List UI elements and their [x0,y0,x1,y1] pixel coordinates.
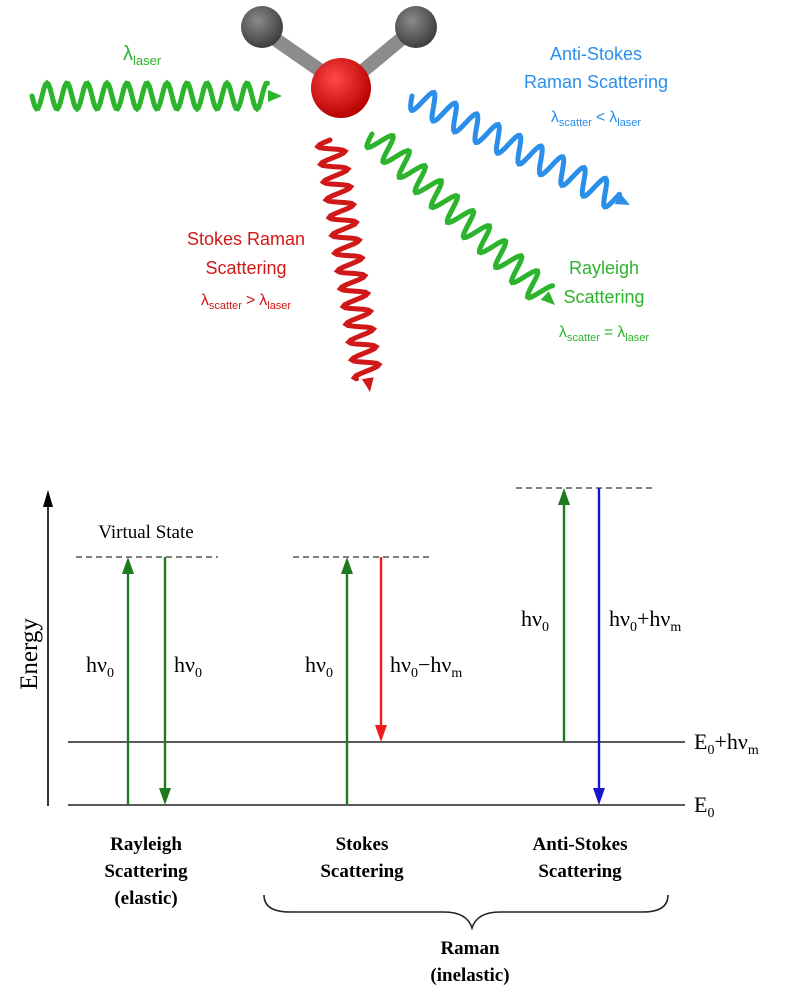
raman-label-line1: Raman [440,938,500,959]
energy-diagram: Energy E0 E0+hνm Virtual State hν0 hν0 h… [16,487,759,986]
stokes-excitation-arrowhead [341,557,353,574]
laser-wave-arrowhead [268,90,282,102]
column-labels: Rayleigh Scattering (elastic) Stokes Sca… [104,834,627,909]
stokes-emission-label: hν0−hνm [390,652,462,681]
vibrational-state-label: E0+hνm [694,729,759,758]
stokes-wave [314,137,383,382]
anti-stokes-column-label-line1: Anti-Stokes [532,834,627,855]
laser-wave [29,79,270,113]
stokes-wave-arrowhead [361,377,374,392]
ground-state-label: E0 [694,792,714,821]
rayleigh-relation: λscatter=λlaser [559,324,650,344]
anti-stokes-label: Anti-Stokes Raman Scattering λscatter<λl… [524,44,668,129]
molecule [241,6,437,118]
stokes-label: Stokes Raman Scattering λscatter>λlaser [187,229,305,312]
raman-brace [263,894,669,931]
rayleigh-column-label-line2: Scattering [104,861,188,882]
rayleigh-excitation-label: hν0 [86,652,114,681]
molecule-atom-right [395,6,437,48]
rayleigh-emission-arrowhead [159,788,171,805]
anti-stokes-relation: λscatter<λlaser [551,109,642,129]
rayleigh-column-label-line3: (elastic) [114,888,177,909]
anti-stokes-excitation-label: hν0 [521,606,549,635]
anti-stokes-emission-label: hν0+hνm [609,606,681,635]
anti-stokes-title-line2: Raman Scattering [524,72,668,92]
rayleigh-emission-label: hν0 [174,652,202,681]
anti-stokes-title-line1: Anti-Stokes [550,44,642,64]
anti-stokes-emission-arrowhead [593,788,605,805]
anti-stokes-wave [408,89,622,210]
rayleigh-wave-arrowhead [540,291,555,305]
stokes-excitation-label: hν0 [305,652,333,681]
rayleigh-label: Rayleigh Scattering λscatter=λlaser [559,258,650,344]
molecule-center-atom [311,58,371,118]
anti-stokes-column-label-line2: Scattering [538,861,622,882]
anti-stokes-wave-arrowhead [614,193,630,205]
laser-wavelength-label: λlaser [123,43,162,68]
rayleigh-wave [364,131,556,301]
virtual-state-label: Virtual State [98,522,193,543]
stokes-column-label-line2: Scattering [320,861,404,882]
molecule-atom-left [241,6,283,48]
stokes-title-line1: Stokes Raman [187,229,305,249]
energy-axis-label: Energy [16,618,43,690]
stokes-title-line2: Scattering [205,258,286,278]
raman-label-line2: (inelastic) [430,965,509,986]
rayleigh-column-label-line1: Rayleigh [110,834,182,855]
stokes-relation: λscatter>λlaser [201,292,292,312]
energy-axis-arrowhead [43,490,53,507]
rayleigh-excitation-arrowhead [122,557,134,574]
stokes-column-label-line1: Stokes [336,834,389,855]
rayleigh-title-line1: Rayleigh [569,258,639,278]
rayleigh-title-line2: Scattering [563,287,644,307]
stokes-emission-arrowhead [375,725,387,742]
anti-stokes-excitation-arrowhead [558,488,570,505]
